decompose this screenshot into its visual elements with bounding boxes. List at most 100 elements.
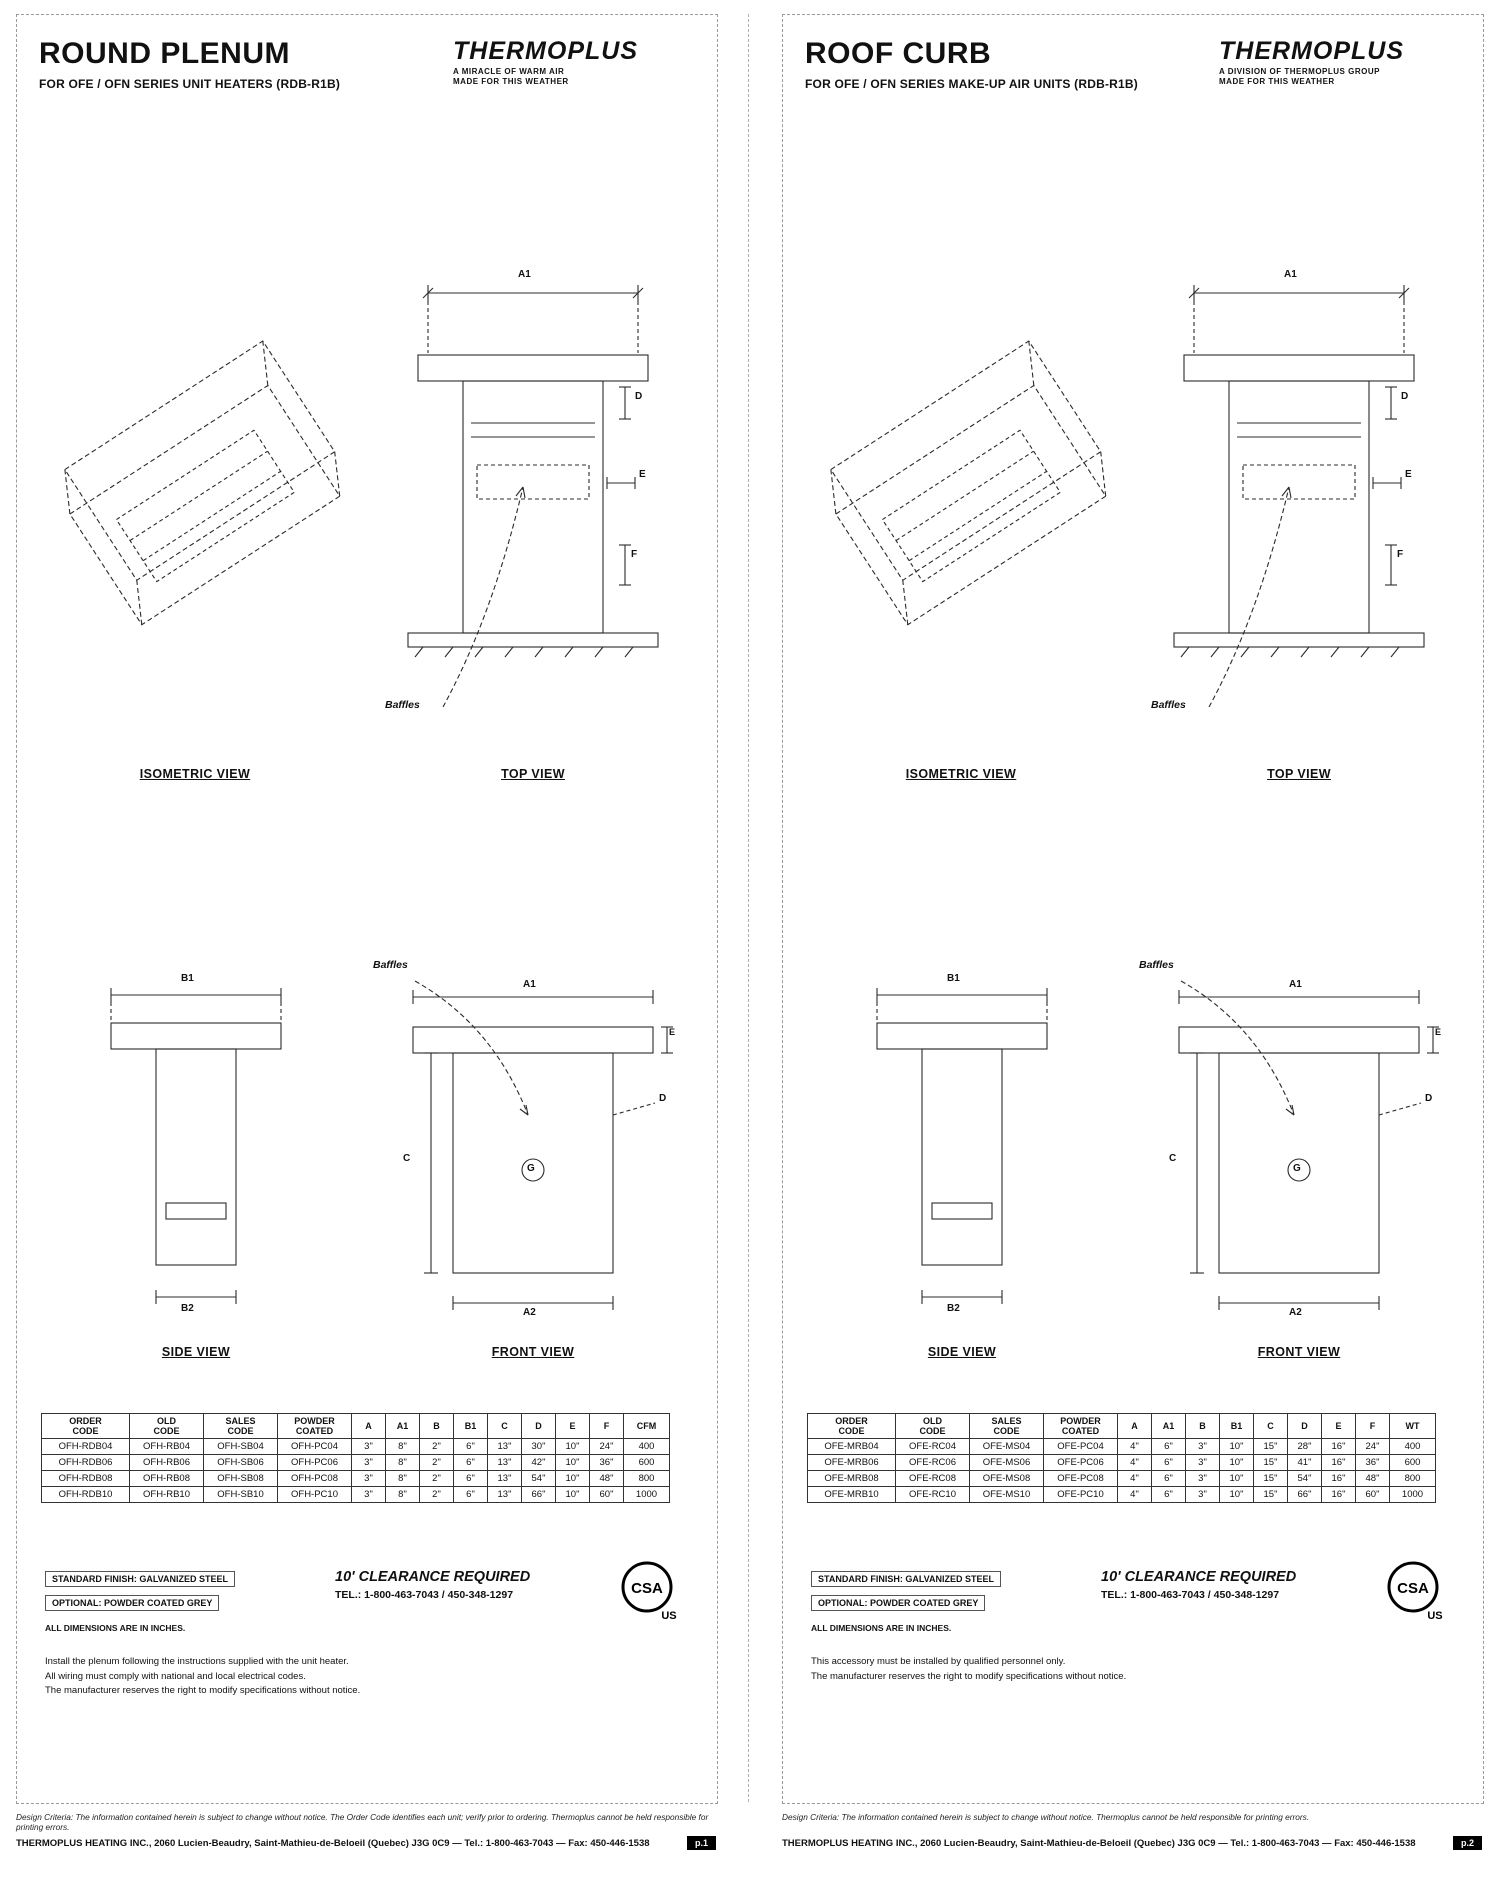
brand-name: THERMOPLUS xyxy=(1219,37,1404,65)
clearance-note: 10' CLEARANCE REQUIRED TEL.: 1-800-463-7… xyxy=(1101,1569,1371,1601)
table-cell: 1000 xyxy=(623,1486,670,1503)
clearance-text: 10' CLEARANCE REQUIRED xyxy=(1101,1569,1297,1585)
table-cell: OFE-PC06 xyxy=(1043,1454,1118,1471)
column-header: OLD CODE xyxy=(895,1413,970,1439)
table-cell: 6" xyxy=(453,1438,488,1455)
table-cell: 15" xyxy=(1253,1486,1288,1503)
csa-text: CSA xyxy=(631,1580,663,1597)
table-cell: OFE-MS06 xyxy=(969,1454,1044,1471)
side-view-drawing: B1 B2 xyxy=(847,965,1077,1325)
view-caption-top: TOP VIEW xyxy=(501,767,565,781)
table-cell: 60" xyxy=(589,1486,624,1503)
dimension-label-e: E xyxy=(669,1027,676,1037)
column-header: C xyxy=(1253,1413,1288,1439)
table-cell: OFH-SB06 xyxy=(203,1454,278,1471)
table-cell: 3" xyxy=(1185,1454,1220,1471)
table-cell: OFH-PC04 xyxy=(277,1438,352,1455)
dimension-label-f: F xyxy=(1397,549,1404,560)
top-view-svg xyxy=(1173,285,1425,708)
table-cell: 10" xyxy=(555,1470,590,1487)
column-header: D xyxy=(521,1413,556,1439)
table-cell: 24" xyxy=(1355,1438,1390,1455)
column-header: OLD CODE xyxy=(129,1413,204,1439)
phone-line: TEL.: 1-800-463-7043 / 450-348-1297 xyxy=(335,1589,514,1601)
table-cell: 6" xyxy=(1151,1438,1186,1455)
dimension-label-a1: A1 xyxy=(1289,979,1302,990)
column-header: ORDER CODE xyxy=(41,1413,130,1439)
view-caption-side: SIDE VIEW xyxy=(161,1345,231,1359)
dimension-label-a1: A1 xyxy=(518,269,531,280)
table-cell: 36" xyxy=(589,1454,624,1471)
front-view-svg xyxy=(1178,980,1439,1310)
table-cell: 6" xyxy=(1151,1470,1186,1487)
dimension-label-a1: A1 xyxy=(1284,269,1297,280)
brand-tagline-1: A MIRACLE OF WARM AIR xyxy=(453,67,565,76)
top-view-svg xyxy=(407,285,659,708)
isometric-drawing-svg xyxy=(64,340,341,626)
top-view-drawing: A1 D E F Baffles xyxy=(373,255,693,745)
table-cell: OFH-RDB06 xyxy=(41,1454,130,1471)
table-cell: 10" xyxy=(555,1438,590,1455)
column-header: POWDER COATED xyxy=(1043,1413,1118,1439)
table-cell: 3" xyxy=(351,1470,386,1487)
page-separator-line xyxy=(748,14,749,1802)
table-cell: 6" xyxy=(453,1470,488,1487)
dimension-label-e: E xyxy=(1435,1027,1442,1037)
table-cell: 3" xyxy=(1185,1486,1220,1503)
column-header: CFM xyxy=(623,1413,670,1439)
table-cell: 36" xyxy=(1355,1454,1390,1471)
table-cell: OFH-RB04 xyxy=(129,1438,204,1455)
dimension-label-g: G xyxy=(527,1163,535,1174)
brand-tagline-2: MADE FOR THIS WEATHER xyxy=(1219,77,1335,86)
table-cell: 10" xyxy=(1219,1438,1254,1455)
note-line: All wiring must comply with national and… xyxy=(45,1670,306,1682)
front-view-svg xyxy=(412,980,673,1310)
note-line: Install the plenum following the instruc… xyxy=(45,1656,349,1667)
table-cell: OFH-SB04 xyxy=(203,1438,278,1455)
table-cell: 66" xyxy=(521,1486,556,1503)
table-cell: 13" xyxy=(487,1454,522,1471)
dimension-label-a2: A2 xyxy=(1289,1307,1302,1318)
dimension-label-a1: A1 xyxy=(523,979,536,990)
table-cell: 800 xyxy=(1389,1470,1436,1487)
column-header: F xyxy=(1355,1413,1390,1439)
table-cell: 54" xyxy=(521,1470,556,1487)
brand-name: THERMOPLUS xyxy=(453,37,638,65)
view-caption-isometric: ISOMETRIC VIEW xyxy=(905,767,1017,781)
dimension-label-e: E xyxy=(639,469,646,480)
table-cell: 8" xyxy=(385,1454,420,1471)
front-view-drawing: A1 Baffles C D E G A2 xyxy=(373,959,693,1335)
table-cell: 400 xyxy=(623,1438,670,1455)
table-cell: 3" xyxy=(1185,1470,1220,1487)
table-cell: 8" xyxy=(385,1486,420,1503)
side-view-svg xyxy=(876,988,1048,1304)
brand-tagline-2: MADE FOR THIS WEATHER xyxy=(453,77,569,86)
brand-logo: THERMOPLUS A MIRACLE OF WARM AIR MADE FO… xyxy=(453,37,693,86)
column-header: B xyxy=(419,1413,454,1439)
footer-bar-right: THERMOPLUS HEATING INC., 2060 Lucien-Bea… xyxy=(782,1836,1482,1850)
dimension-label-c: C xyxy=(1169,1153,1177,1164)
table-cell: OFH-SB08 xyxy=(203,1470,278,1487)
table-cell: 15" xyxy=(1253,1454,1288,1471)
table-cell: 6" xyxy=(1151,1486,1186,1503)
clearance-text: 10' CLEARANCE REQUIRED xyxy=(335,1569,531,1585)
page-title: ROUND PLENUM xyxy=(39,37,290,70)
table-cell: 3" xyxy=(351,1486,386,1503)
dimension-label-b2: B2 xyxy=(181,1303,194,1314)
table-cell: OFE-PC08 xyxy=(1043,1470,1118,1487)
page-subtitle: FOR OFE / OFN SERIES UNIT HEATERS (RDB-R… xyxy=(39,77,341,91)
dimension-label-d: D xyxy=(1401,391,1409,402)
table-cell: OFH-RDB08 xyxy=(41,1470,130,1487)
note-line: The manufacturer reserves the right to m… xyxy=(45,1685,361,1697)
table-cell: 48" xyxy=(589,1470,624,1487)
column-header: B1 xyxy=(453,1413,488,1439)
table-cell: OFH-RB08 xyxy=(129,1470,204,1487)
column-header: B1 xyxy=(1219,1413,1254,1439)
table-cell: OFE-MRB08 xyxy=(807,1470,896,1487)
